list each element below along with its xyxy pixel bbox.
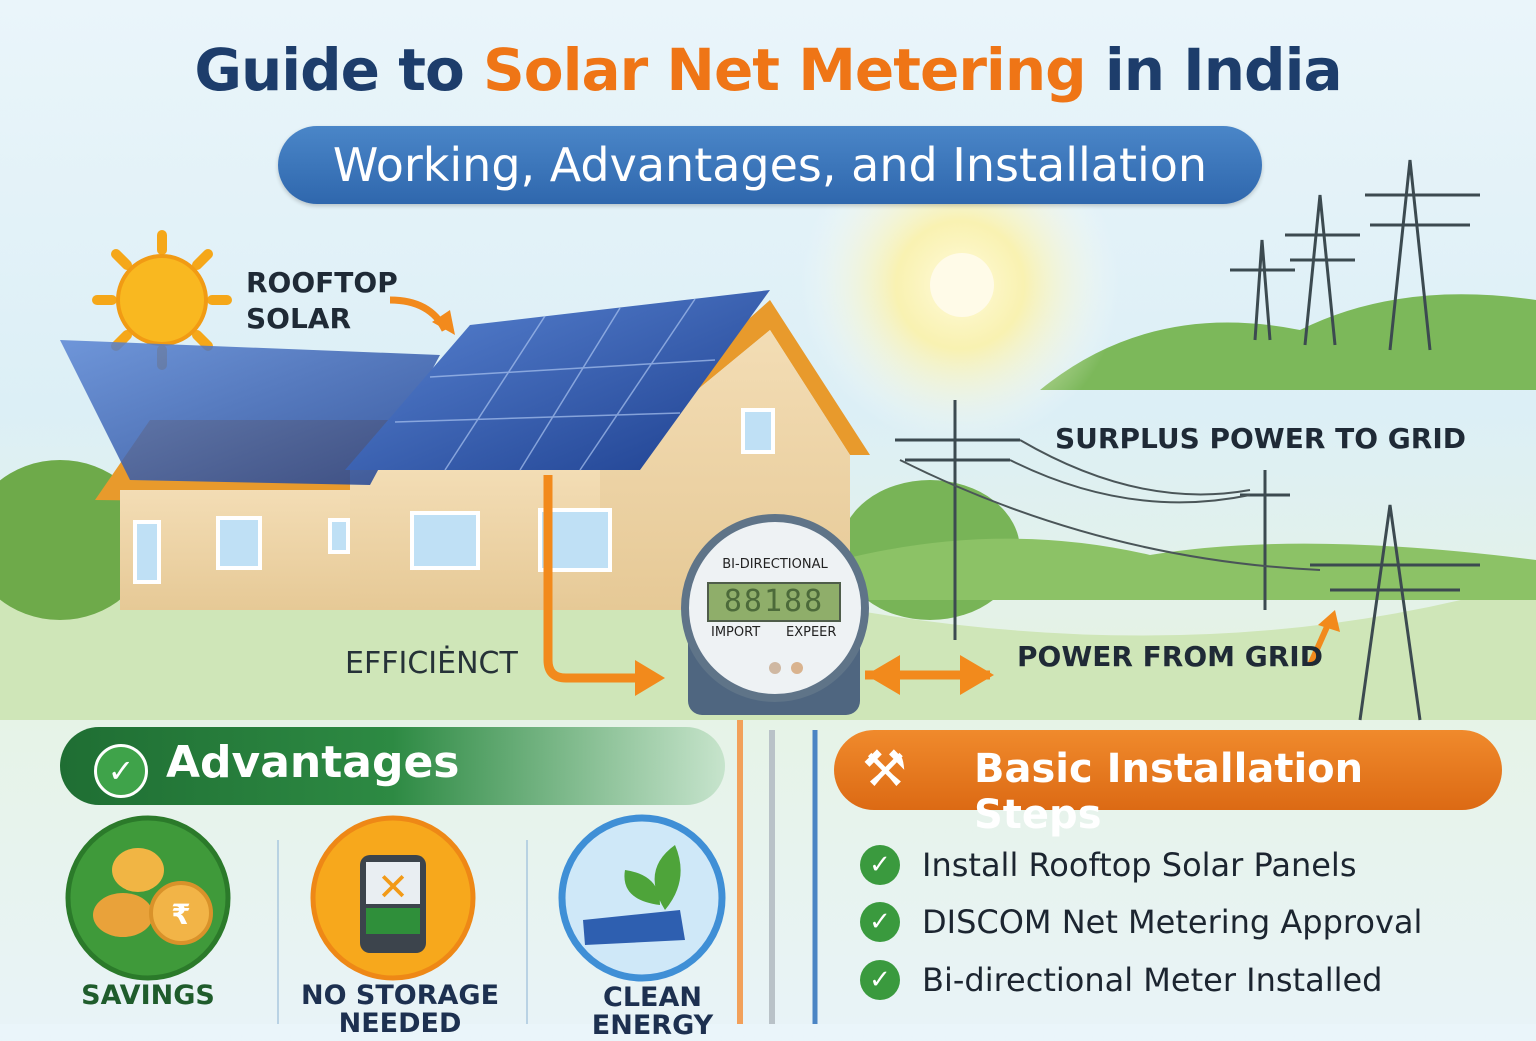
- meter-title: BI-DIRECTIONAL: [722, 557, 828, 572]
- check-icon: ✓: [860, 902, 900, 942]
- bushes: [840, 538, 1536, 600]
- meter-export-label: EXPEER: [786, 625, 837, 640]
- big-sun-icon: [930, 253, 994, 317]
- coins-icon: ₹: [65, 815, 231, 981]
- installation-step: ✓Install Rooftop Solar Panels: [860, 845, 1356, 885]
- leaf-solar-icon: [558, 814, 726, 982]
- advantage-clean-energy-label: CLEAN ENERGY: [591, 982, 714, 1041]
- installation-step: ✓Bi-directional Meter Installed: [860, 960, 1382, 1000]
- meter-display: 88188: [723, 584, 825, 619]
- transmission-towers: [895, 159, 1480, 721]
- tools-icon: ⚒: [862, 740, 907, 798]
- svg-text:₹: ₹: [171, 898, 190, 931]
- solar-panels-left: [60, 340, 440, 485]
- advantages-banner: ✓ Advantages: [60, 727, 725, 805]
- bi-directional-meter: [681, 514, 869, 715]
- solar-panels-main: [345, 290, 770, 470]
- installation-banner: ⚒ Basic Installation Steps: [834, 730, 1502, 838]
- rooftop-arrow: [389, 296, 449, 332]
- page-title: Guide to Solar Net Metering in India: [194, 36, 1342, 104]
- check-icon: ✓: [860, 960, 900, 1000]
- advantages-heading: Advantages: [166, 737, 460, 788]
- svg-text:✕: ✕: [377, 865, 409, 909]
- advantage-savings-label: SAVINGS: [81, 980, 215, 1011]
- meter-import-label: IMPORT: [711, 625, 761, 640]
- tree-line: [1040, 294, 1536, 390]
- efficiency-label: EFFICIĖNCT: [345, 646, 518, 681]
- installation-step: ✓DISCOM Net Metering Approval: [860, 902, 1422, 942]
- battery-x-icon: ✕: [310, 815, 476, 981]
- power-from-grid-label: POWER FROM GRID: [1017, 640, 1323, 673]
- flow-arrow: [543, 475, 640, 683]
- installation-heading: Basic Installation Steps: [974, 746, 1364, 838]
- surplus-power-label: SURPLUS POWER TO GRID: [1055, 422, 1466, 455]
- advantage-no-storage-label: NO STORAGE NEEDED: [300, 980, 500, 1039]
- subtitle-banner: Working, Advantages, and Installation: [278, 126, 1262, 204]
- check-icon: ✓: [94, 744, 148, 798]
- check-icon: ✓: [860, 845, 900, 885]
